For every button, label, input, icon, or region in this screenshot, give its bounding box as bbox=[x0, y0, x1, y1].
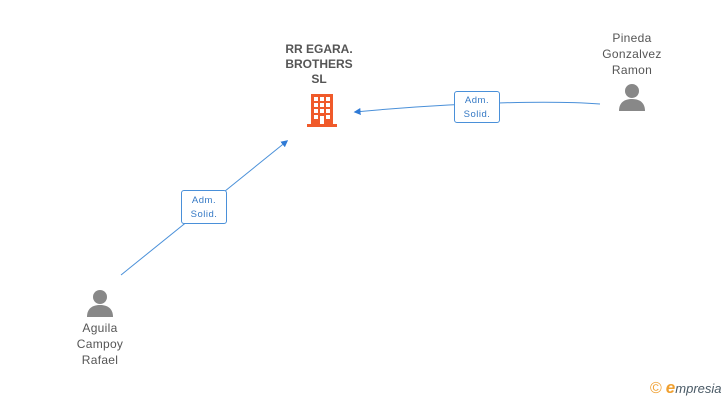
brand-e: e bbox=[665, 378, 676, 397]
relation-label-line: Solid. bbox=[463, 109, 491, 120]
person-name-line: Pineda bbox=[612, 31, 652, 45]
person-icon[interactable] bbox=[85, 288, 115, 318]
empresia-logo: ©empresia bbox=[650, 378, 722, 400]
relation-badge[interactable]: Adm. Solid. bbox=[181, 190, 227, 224]
relation-label-line: Solid. bbox=[190, 209, 218, 220]
company-name-line: RR EGARA. bbox=[285, 42, 353, 56]
person-pineda-gonzalvez-ramon[interactable]: Pineda Gonzalvez Ramon bbox=[584, 30, 680, 112]
person-name-line: Rafael bbox=[81, 353, 119, 367]
person-icon[interactable] bbox=[617, 82, 647, 112]
building-icon[interactable] bbox=[305, 92, 339, 128]
relation-label-line: Adm. bbox=[464, 95, 490, 106]
person-name-line: Gonzalvez bbox=[602, 47, 662, 61]
relation-line-top bbox=[353, 101, 601, 115]
person-name-line: Aguila bbox=[82, 321, 118, 335]
company-name[interactable]: RR EGARA. BROTHERS SL bbox=[264, 42, 374, 87]
person-name: Pineda Gonzalvez Ramon bbox=[584, 30, 680, 78]
person-name-line: Ramon bbox=[611, 63, 653, 77]
person-name: Aguila Campoy Rafael bbox=[52, 320, 148, 368]
person-aguila-campoy-rafael[interactable]: Aguila Campoy Rafael bbox=[52, 288, 148, 368]
person-name-line: Campoy bbox=[76, 337, 124, 351]
copyright-icon: © bbox=[650, 380, 662, 397]
relation-label-line: Adm. bbox=[191, 195, 217, 206]
brand-text: mpresia bbox=[675, 381, 722, 396]
relation-badge[interactable]: Adm. Solid. bbox=[454, 91, 500, 123]
company-name-line: SL bbox=[311, 72, 327, 86]
company-name-line: BROTHERS bbox=[285, 57, 353, 71]
